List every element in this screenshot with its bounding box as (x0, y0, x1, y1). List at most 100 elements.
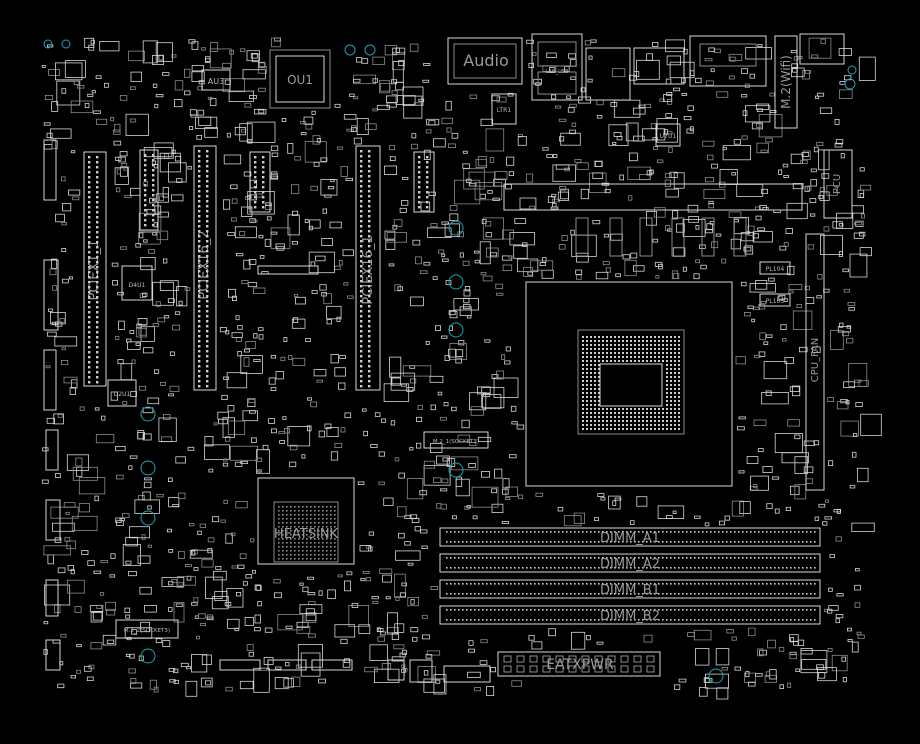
lan-label: LAN_USB (546, 69, 569, 75)
slot-pin (206, 220, 209, 223)
component (409, 378, 417, 384)
dimm-pin (654, 593, 656, 595)
component (159, 195, 164, 201)
dimm-pin (554, 541, 556, 543)
slot-pin (88, 186, 91, 189)
component (308, 251, 335, 274)
component (112, 280, 118, 286)
component (843, 381, 855, 388)
component (122, 544, 141, 567)
chipset-ball (294, 538, 296, 540)
component (426, 650, 441, 656)
dimm-pin (802, 619, 804, 621)
component (470, 406, 484, 416)
slot-pin (206, 355, 209, 358)
chipset-ball (322, 506, 324, 508)
component (472, 515, 478, 520)
slot-pin (418, 201, 421, 204)
component (767, 639, 776, 649)
slot-pin (152, 159, 155, 162)
dimm-pin (482, 583, 484, 585)
cpu-land (614, 352, 616, 354)
slot-pin (96, 326, 99, 329)
dimm-pin (610, 593, 612, 595)
slot-pin (96, 376, 99, 379)
pcie-slot-2 (193, 145, 217, 391)
slot-pin (368, 200, 371, 203)
component (87, 93, 94, 97)
dimm-pin (638, 531, 640, 533)
dimm-pin (790, 567, 792, 569)
component (514, 218, 527, 224)
dimm-pin (542, 541, 544, 543)
component (158, 417, 177, 442)
dimm-pin (590, 567, 592, 569)
dimm-pin (738, 619, 740, 621)
dimm-pin (782, 531, 784, 533)
dimm-pin (562, 531, 564, 533)
component (496, 292, 504, 296)
cpu-land (662, 360, 664, 362)
dimm-pin (486, 619, 488, 621)
component (114, 167, 129, 185)
dimm-pin (778, 541, 780, 543)
u7u1-chip (655, 123, 681, 147)
component (382, 574, 392, 583)
component (792, 310, 813, 330)
dimm-pin (530, 567, 532, 569)
component (729, 56, 736, 62)
component (169, 679, 176, 683)
dimm-pin (754, 609, 756, 611)
dimm-pin (742, 583, 744, 585)
chipset-ball (326, 542, 328, 544)
component (566, 95, 571, 100)
dimm-pin (630, 531, 632, 533)
dimm-pin (570, 541, 572, 543)
component (449, 213, 459, 221)
component (838, 251, 843, 257)
slot-pin (426, 161, 429, 164)
component (61, 221, 67, 226)
component (823, 226, 830, 232)
chipset: HEATSINK (257, 477, 355, 565)
mounting-hole (708, 668, 724, 684)
slot-pin (360, 160, 363, 163)
cpu-land (582, 356, 584, 358)
chipset-ball (286, 530, 288, 532)
chipset-ball (306, 534, 308, 536)
component (227, 420, 246, 435)
chipset-ball (298, 554, 300, 556)
dimm-pin (690, 609, 692, 611)
slot-pin (254, 156, 257, 159)
dimm-pin (746, 557, 748, 559)
cpu-land (642, 416, 644, 418)
cpu-land (666, 356, 668, 358)
cpu-land (654, 416, 656, 418)
component (109, 574, 116, 578)
dimm-pin (534, 609, 536, 611)
cpu-land (586, 384, 588, 386)
component (819, 107, 833, 114)
dimm-pin (630, 609, 632, 611)
dimm-pin (814, 609, 816, 611)
slot-pin (360, 235, 363, 238)
dimm-pin (638, 619, 640, 621)
cpu-land (586, 416, 588, 418)
slot-pin (198, 300, 201, 303)
pl104 (759, 261, 791, 275)
slot-pin (198, 190, 201, 193)
slot-pin (262, 176, 265, 179)
chipset-ball (302, 558, 304, 560)
component (608, 495, 621, 510)
slot-pin (360, 305, 363, 308)
dimm-pin (554, 557, 556, 559)
component (731, 172, 736, 176)
component (733, 139, 742, 145)
cpu-land (678, 336, 680, 338)
slot-pin (198, 240, 201, 243)
cpu-land (678, 404, 680, 406)
component (259, 255, 265, 259)
chipset-ball (314, 506, 316, 508)
cpu-land (582, 352, 584, 354)
chipset-ball (318, 522, 320, 524)
